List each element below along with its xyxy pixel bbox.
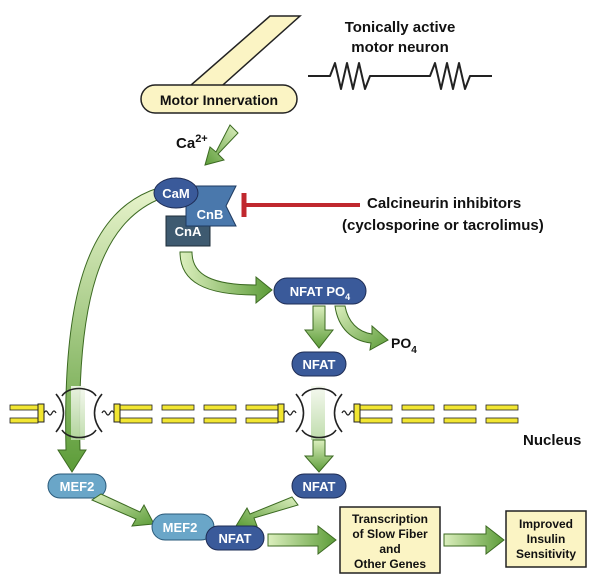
inhibitor-label-line2: (cyclosporine or tacrolimus) xyxy=(342,217,544,234)
membrane-segment xyxy=(203,404,237,411)
improved-insulin-box: Improved Insulin Sensitivity xyxy=(505,510,587,568)
membrane-segment xyxy=(119,417,153,424)
transcription-line4: Other Genes xyxy=(354,557,426,571)
improved-line1: Improved xyxy=(519,517,573,531)
membrane-segment xyxy=(443,404,477,411)
membrane-segment xyxy=(245,404,279,411)
nfat-import-arrow xyxy=(303,439,335,473)
membrane-segment xyxy=(9,417,39,424)
membrane-segment xyxy=(485,417,519,424)
pore-beam-left xyxy=(71,386,85,440)
cnb-block xyxy=(185,185,237,227)
transcription-box-shape xyxy=(339,506,441,574)
membrane-segment xyxy=(9,404,39,411)
nfat-po4-shape xyxy=(273,277,367,305)
membrane-segment xyxy=(245,417,279,424)
calcium-influx: Ca2+ xyxy=(176,124,239,166)
calcium-label: Ca2+ xyxy=(176,133,208,152)
nfat-cytoplasm-label: NFAT xyxy=(303,357,336,372)
axon-shape xyxy=(181,15,302,93)
membrane-segment xyxy=(401,404,435,411)
inhibitor-label-line1: Calcineurin inhibitors xyxy=(367,195,521,212)
cam-node xyxy=(153,177,199,209)
membrane-segment xyxy=(359,417,393,424)
complex-to-transcription-arrow xyxy=(267,524,337,556)
membrane-segment xyxy=(443,417,477,424)
nfat-nucleus-label: NFAT xyxy=(303,479,336,494)
nucleus-label: Nucleus xyxy=(523,432,581,449)
neuron-activity: Tonically active motor neuron xyxy=(308,19,492,90)
motor-neuron: Motor Innervation xyxy=(140,15,302,114)
improved-insulin-box-shape xyxy=(505,510,587,568)
membrane-segment xyxy=(203,417,237,424)
improved-line3: Sensitivity xyxy=(516,547,576,561)
nuclear-pore-left xyxy=(37,386,121,440)
cam-label: CaM xyxy=(162,186,189,201)
po4-release-arrow xyxy=(334,305,389,351)
complex-mef2-label: MEF2 xyxy=(163,520,198,535)
mef2-nucleus-shape xyxy=(47,473,107,499)
membrane-segment xyxy=(401,417,435,424)
membrane-segment xyxy=(485,404,519,411)
mef2-nfat-complex: MEF2 NFAT xyxy=(151,513,265,551)
nuclear-pore-right xyxy=(277,386,361,440)
membrane-segment xyxy=(359,404,393,411)
transcription-to-improved-arrow xyxy=(443,524,505,556)
mef2-to-complex-arrow xyxy=(90,493,155,527)
nfat-po4-label: NFAT PO4 xyxy=(290,284,350,302)
membrane-segment xyxy=(161,417,195,424)
neuron-label-line2: motor neuron xyxy=(351,39,449,56)
mef2-nucleus-label: MEF2 xyxy=(60,479,95,494)
cna-to-nfat-po4-arrow xyxy=(179,251,273,305)
transcription-line3: and xyxy=(379,542,400,556)
nfat-nucleus-shape xyxy=(291,473,347,499)
membrane-segment xyxy=(161,404,195,411)
nfat-cytoplasm-node: NFAT xyxy=(291,351,347,377)
po4-label: PO4 xyxy=(391,335,417,356)
spike-train-trace xyxy=(308,62,492,90)
transcription-line1: Transcription xyxy=(352,512,428,526)
improved-line2: Insulin xyxy=(527,532,566,546)
neuron-label-line1: Tonically active xyxy=(345,19,456,36)
complex-nfat-shape xyxy=(205,525,265,551)
cna-label: CnA xyxy=(175,224,202,239)
calcium-arrow xyxy=(204,124,239,166)
membrane-segment xyxy=(119,404,153,411)
transcription-box: Transcription of Slow Fiber and Other Ge… xyxy=(339,506,441,574)
calcineurin-complex: CnA CnB CaM xyxy=(153,177,237,247)
nfat-nucleus-node: NFAT xyxy=(291,473,347,499)
dephosphorylation-arrow xyxy=(303,305,335,349)
calcineurin-inhibitor: Calcineurin inhibitors (cyclosporine or … xyxy=(241,193,544,234)
nfat-cytoplasm-shape xyxy=(291,351,347,377)
nfat-to-complex-arrow xyxy=(235,496,299,527)
nfat-po4-node: NFAT PO4 xyxy=(273,277,367,305)
cam-to-mef2-arrow xyxy=(57,187,163,473)
complex-nfat-label: NFAT xyxy=(219,531,252,546)
transcription-line2: of Slow Fiber xyxy=(352,527,428,541)
motor-innervation-label: Motor Innervation xyxy=(160,92,278,108)
motor-innervation-pill xyxy=(140,84,298,114)
cnb-label: CnB xyxy=(197,207,224,222)
nuclear-membrane xyxy=(9,404,519,424)
pore-beam-right xyxy=(311,386,325,440)
mef2-nucleus-node: MEF2 xyxy=(47,473,107,499)
